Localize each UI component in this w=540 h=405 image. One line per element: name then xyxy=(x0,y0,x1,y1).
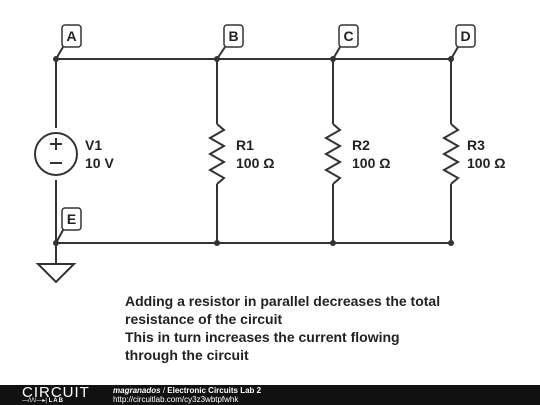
r2-value-label: 100 Ω xyxy=(352,155,390,171)
description-line: through the circuit xyxy=(125,347,249,363)
node-tag-b-label: B xyxy=(228,28,238,44)
node-tag-a[interactable]: A xyxy=(61,24,82,48)
source-name-label: V1 xyxy=(85,137,102,153)
node-tag-e[interactable]: E xyxy=(61,207,82,231)
circuit-url-link[interactable]: http://circuitlab.com/cy3z3wbtpfwhk xyxy=(113,395,239,404)
node-tag-b[interactable]: B xyxy=(223,24,244,48)
node-tag-d-box xyxy=(455,24,476,48)
node-tag-b-box xyxy=(223,24,244,48)
r2-name-label: R2 xyxy=(352,137,370,153)
footer-bar: CIRCUIT —/\/\/—▸| LAB magranados / Elect… xyxy=(0,385,540,405)
resistor-r2[interactable] xyxy=(323,123,343,185)
logo-wire-icon: —/\/\/—▸| xyxy=(22,398,47,404)
node-tag-c-label: C xyxy=(343,28,353,44)
junction-node-bottom-d xyxy=(448,240,454,246)
node-tag-a-label: A xyxy=(66,28,76,44)
source-value-label: 10 V xyxy=(85,155,114,171)
circuitlab-logo[interactable]: CIRCUIT —/\/\/—▸| LAB xyxy=(22,385,97,405)
description-line: This in turn increases the current flowi… xyxy=(125,329,400,345)
r1-value-label: 100 Ω xyxy=(236,155,274,171)
r3-value-label: 100 Ω xyxy=(467,155,505,171)
footer-meta: magranados / Electronic Circuits Lab 2 h… xyxy=(113,386,261,404)
node-a-leader xyxy=(55,46,64,60)
node-tag-d-label: D xyxy=(460,28,470,44)
description-line: Adding a resistor in parallel decreases … xyxy=(125,293,441,309)
node-tag-d[interactable]: D xyxy=(455,24,476,48)
circuit-description: Adding a resistor in parallel decreases … xyxy=(125,292,505,364)
junction-node-bottom-b xyxy=(214,240,220,246)
voltage-source-v1[interactable] xyxy=(34,132,78,176)
author-link[interactable]: magranados xyxy=(113,386,161,395)
logo-wordmark-top: CIRCUIT xyxy=(22,384,90,401)
circuit-title: Electronic Circuits Lab 2 xyxy=(167,386,262,395)
junction-node-bottom-c xyxy=(330,240,336,246)
footer-author-line: magranados / Electronic Circuits Lab 2 xyxy=(113,386,261,395)
node-tag-c-box xyxy=(338,24,359,48)
resistor-r1[interactable] xyxy=(207,123,227,185)
node-d-leader xyxy=(450,46,459,60)
logo-wordmark-bottom: —/\/\/—▸| LAB xyxy=(22,398,64,405)
description-line: resistance of the circuit xyxy=(125,311,283,327)
ground-icon xyxy=(35,263,77,284)
r3-name-label: R3 xyxy=(467,137,485,153)
node-e-leader xyxy=(55,229,64,244)
node-tag-c[interactable]: C xyxy=(338,24,359,48)
node-tag-a-box xyxy=(61,24,82,48)
resistor-r3[interactable] xyxy=(441,123,461,185)
logo-lab-text: LAB xyxy=(48,398,64,404)
circuit-schematic: V1 10 V R1 100 Ω R2 100 Ω R3 100 Ω A B C xyxy=(34,24,505,284)
node-tag-e-label: E xyxy=(67,211,76,227)
r1-name-label: R1 xyxy=(236,137,254,153)
voltage-source-circle xyxy=(34,132,78,176)
footer-separator: / xyxy=(162,386,166,395)
node-b-leader xyxy=(216,46,226,60)
node-c-leader xyxy=(332,46,341,60)
node-tag-e-box xyxy=(61,207,82,231)
